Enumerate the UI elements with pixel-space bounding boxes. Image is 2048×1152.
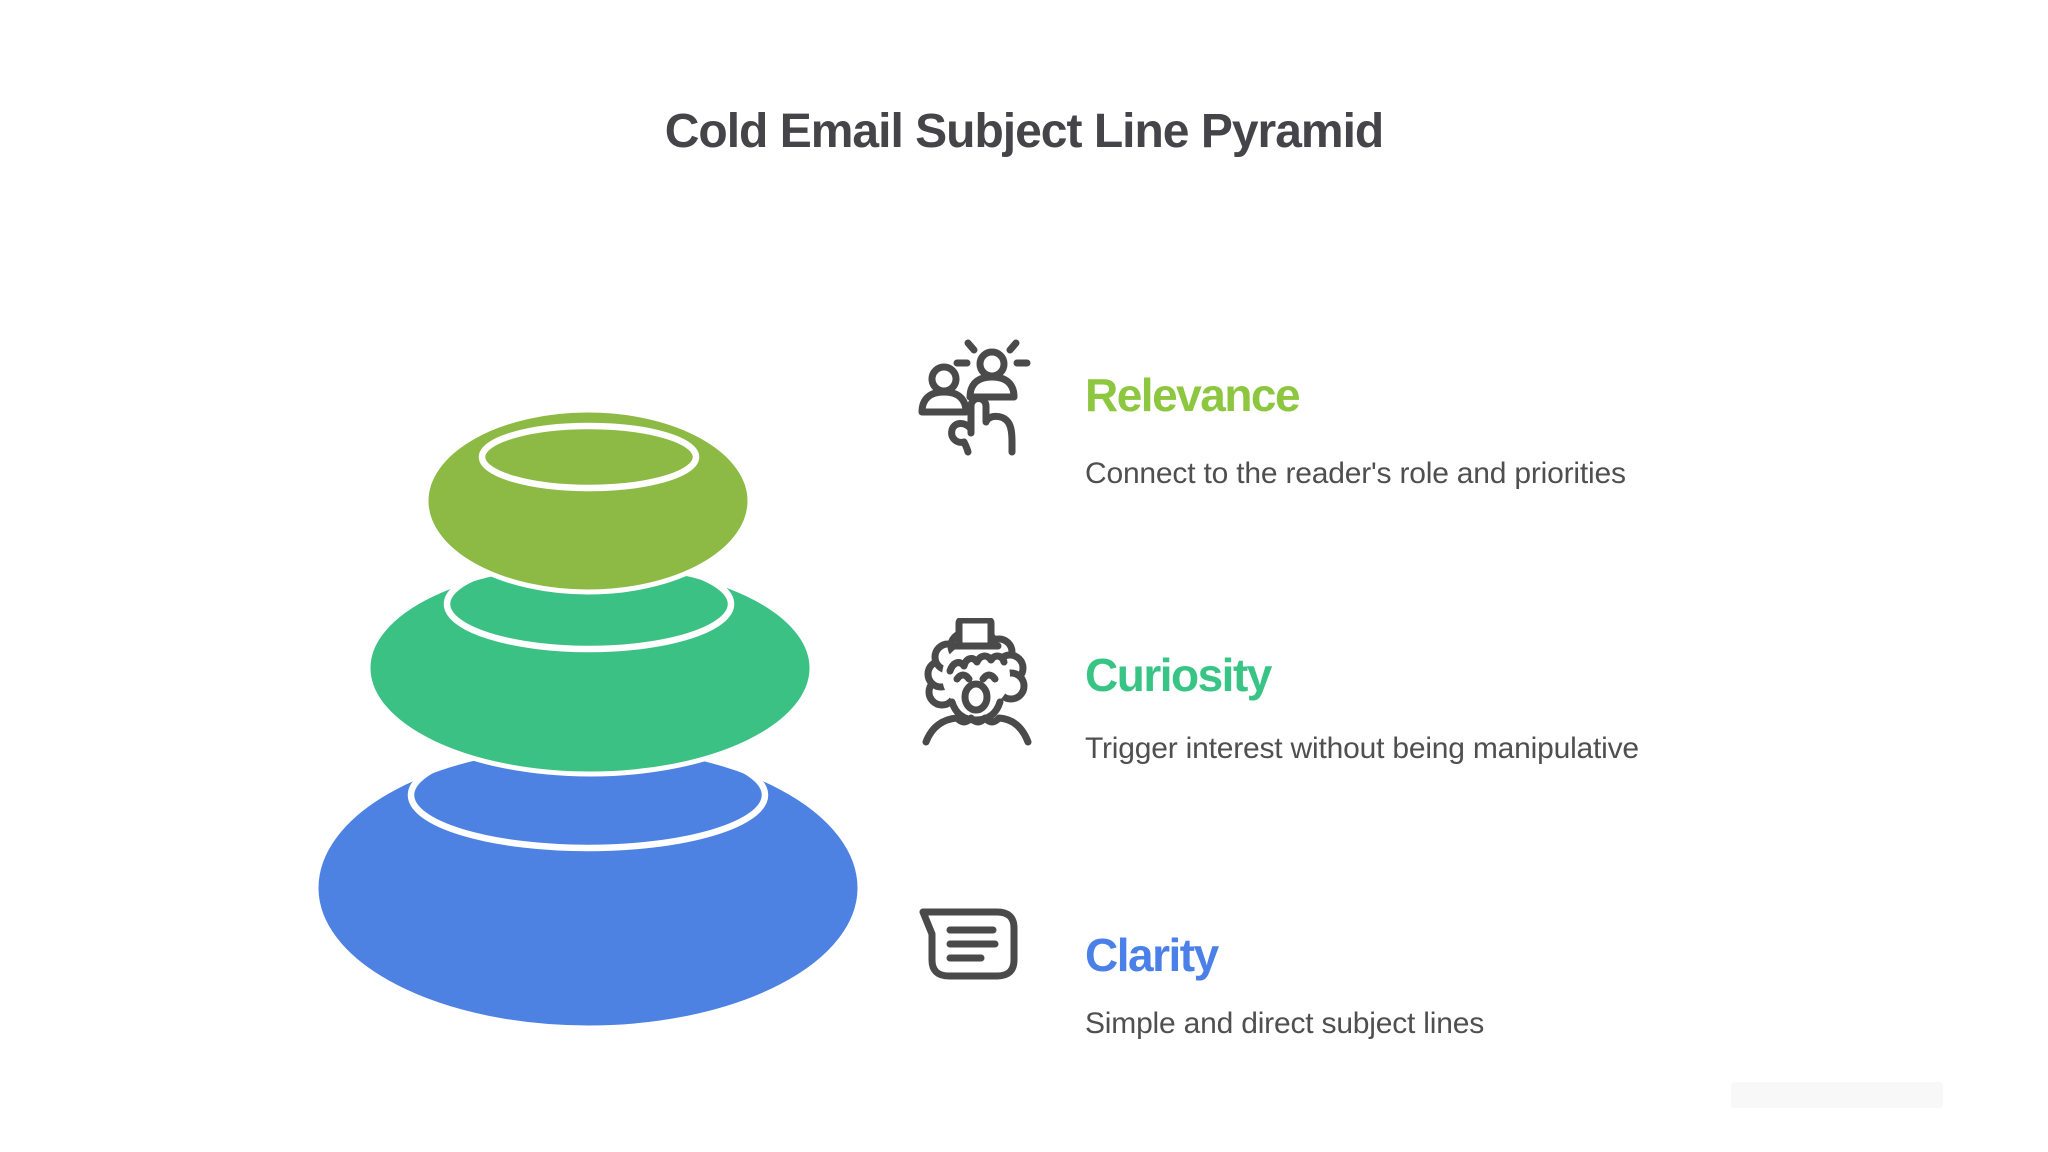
page-title: Cold Email Subject Line Pyramid	[664, 105, 1385, 158]
people-select-icon	[918, 339, 1031, 456]
item-description-relevance: Connect to the reader's role and priorit…	[1085, 457, 1626, 490]
item-description-curiosity: Trigger interest without being manipulat…	[1085, 732, 1639, 765]
pyramid-level-top	[423, 407, 753, 595]
pyramid-level-top-ring	[478, 422, 700, 492]
item-label-clarity: Clarity	[1085, 929, 1219, 981]
item-label-relevance: Relevance	[1085, 369, 1301, 421]
pyramid-level-bottom	[313, 742, 863, 1031]
clown-icon	[922, 618, 1032, 746]
watermark	[1731, 1082, 1943, 1108]
chat-message-icon	[919, 908, 1018, 980]
pyramid-level-middle	[365, 560, 815, 777]
item-label-curiosity: Curiosity	[1085, 649, 1272, 701]
pyramid-graphic	[313, 407, 863, 1031]
item-description-clarity: Simple and direct subject lines	[1085, 1007, 1485, 1040]
